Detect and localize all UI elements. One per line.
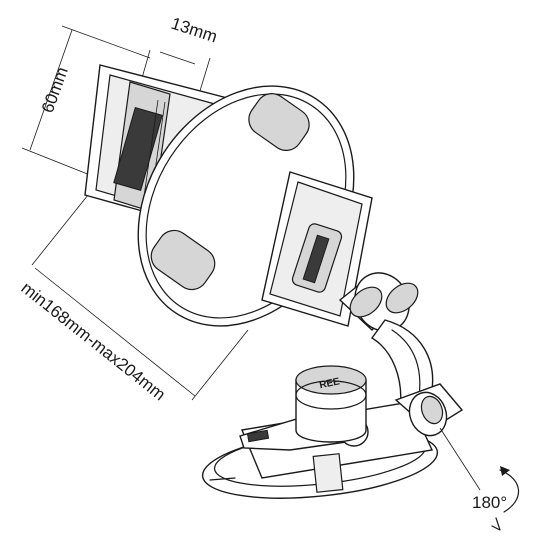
rotation-label: 180° [472,493,507,512]
range-dimension-label: min168mm-max204mm [18,278,170,404]
width-dimension-label: 13mm [169,14,220,47]
rotation-indicator: 180° [439,427,520,531]
lower-pad [150,229,216,291]
upper-pad [248,93,310,151]
knob-text: REE [318,376,341,391]
side-clamp-right [261,171,373,327]
adjustment-knob: REE [295,365,367,443]
height-dimension-label: 60mm [38,64,72,115]
support-arm [338,272,434,412]
wing-nut [394,383,464,437]
